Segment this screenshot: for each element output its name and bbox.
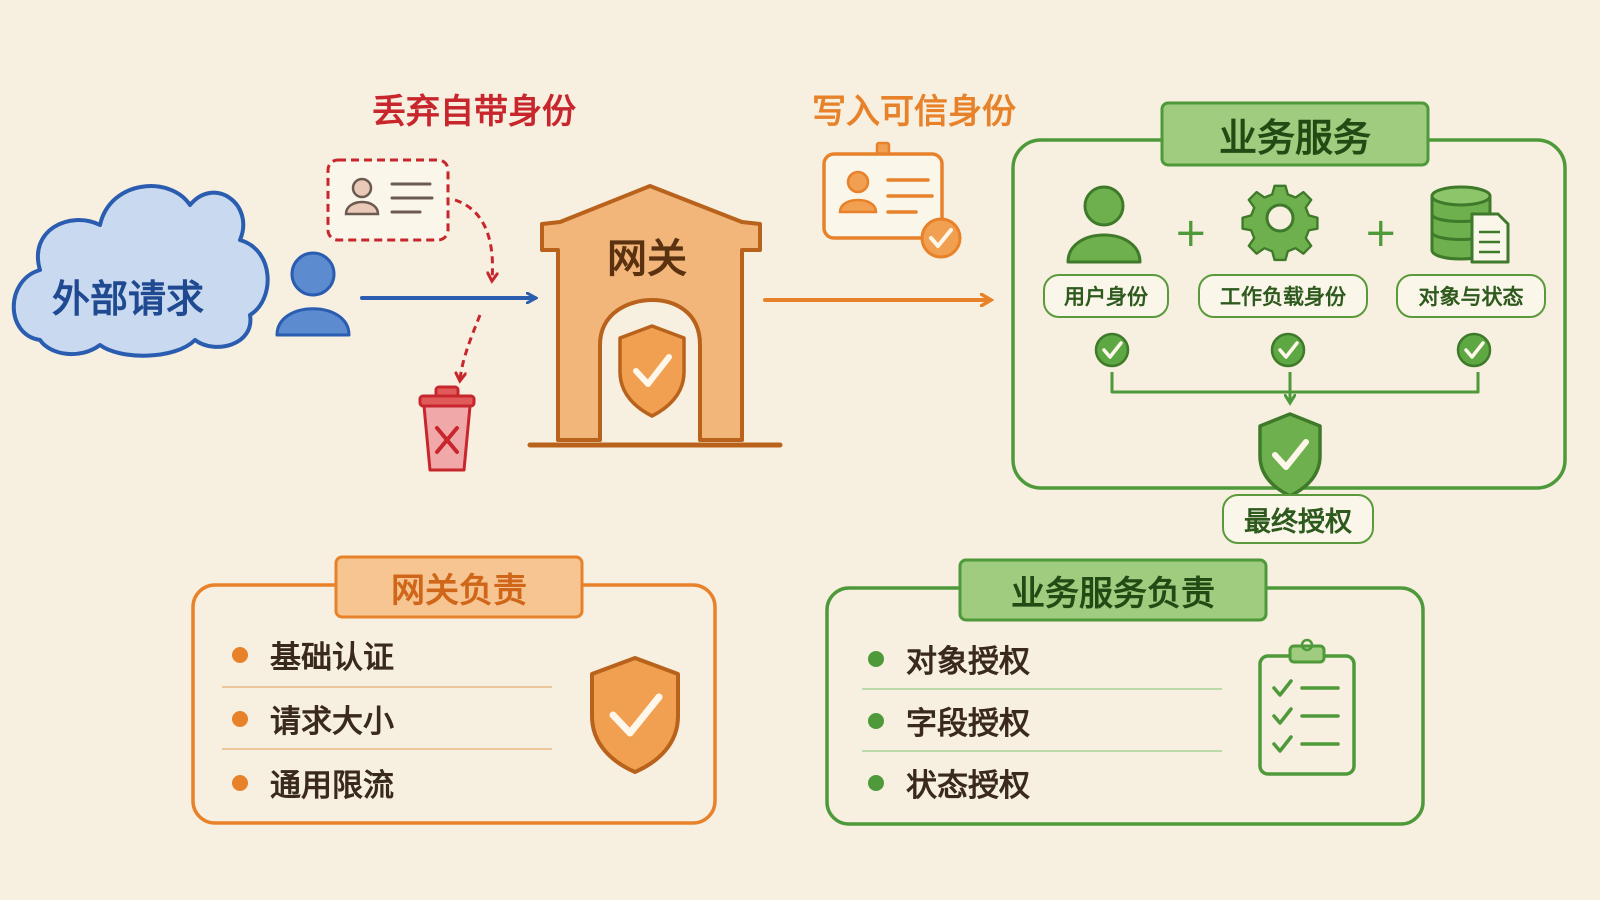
divider <box>862 688 1222 690</box>
database-icon <box>1430 185 1510 264</box>
gateway-duty-item: 通用限流 <box>232 760 394 805</box>
check-icon <box>1456 332 1492 368</box>
shield-check-icon <box>618 324 686 418</box>
user-identity-pill: 用户身份 <box>1043 274 1169 318</box>
bullet-icon <box>868 774 884 791</box>
final-authorization-pill: 最终授权 <box>1222 494 1374 544</box>
final-shield-icon <box>1258 412 1322 498</box>
service-duty-title: 业务服务负责 <box>1011 573 1215 614</box>
gateway-duty-item: 基础认证 <box>232 632 394 677</box>
bullet-icon <box>868 712 884 729</box>
plus-sign: + <box>1364 210 1398 256</box>
gateway-label: 网关 <box>607 236 687 282</box>
trash-icon <box>418 385 476 472</box>
bullet-icon <box>868 650 884 667</box>
service-duty-item: 字段授权 <box>868 698 1030 743</box>
divider <box>222 748 552 750</box>
discard-identity-label: 丢弃自带身份 <box>372 92 576 132</box>
gateway-duty-item: 请求大小 <box>232 696 394 741</box>
service-duty-item: 对象授权 <box>868 636 1030 681</box>
service-duty-item-label: 状态授权 <box>906 768 1030 804</box>
gear-icon <box>1241 184 1319 262</box>
discard-arrow <box>454 198 493 280</box>
gateway-duty-title: 网关负责 <box>391 570 527 611</box>
external-request-label: 外部请求 <box>52 277 205 321</box>
check-icon <box>1094 332 1130 368</box>
merge-connector <box>1110 372 1480 394</box>
trusted-id-card-icon <box>822 141 944 240</box>
plus-sign: + <box>1174 210 1208 256</box>
checklist-icon <box>1258 638 1356 776</box>
gateway-duty-item-label: 请求大小 <box>270 704 394 740</box>
id-card-icon <box>326 158 450 242</box>
divider <box>222 686 552 688</box>
service-title: 业务服务 <box>1218 115 1371 160</box>
workload-identity-pill: 工作负载身份 <box>1198 274 1368 318</box>
check-badge-icon <box>920 217 962 259</box>
divider <box>862 750 1222 752</box>
service-duty-item: 状态授权 <box>868 760 1030 805</box>
bullet-icon <box>232 774 248 791</box>
gateway-building <box>527 184 783 448</box>
bullet-icon <box>232 646 248 663</box>
gateway-duty-item-label: 基础认证 <box>270 640 394 676</box>
bullet-icon <box>232 710 248 727</box>
cloud-icon <box>11 184 270 358</box>
trash-arrow <box>460 314 482 380</box>
write-identity-label: 写入可信身份 <box>812 92 1016 132</box>
gateway-duty-item-label: 通用限流 <box>270 768 394 804</box>
user-icon <box>275 251 351 337</box>
service-duty-item-label: 字段授权 <box>906 706 1030 742</box>
user-identity-icon <box>1066 185 1142 264</box>
duty-shield-icon <box>590 656 680 774</box>
service-duty-item-label: 对象授权 <box>906 644 1030 680</box>
check-icon <box>1270 332 1306 368</box>
object-state-pill: 对象与状态 <box>1396 274 1546 318</box>
